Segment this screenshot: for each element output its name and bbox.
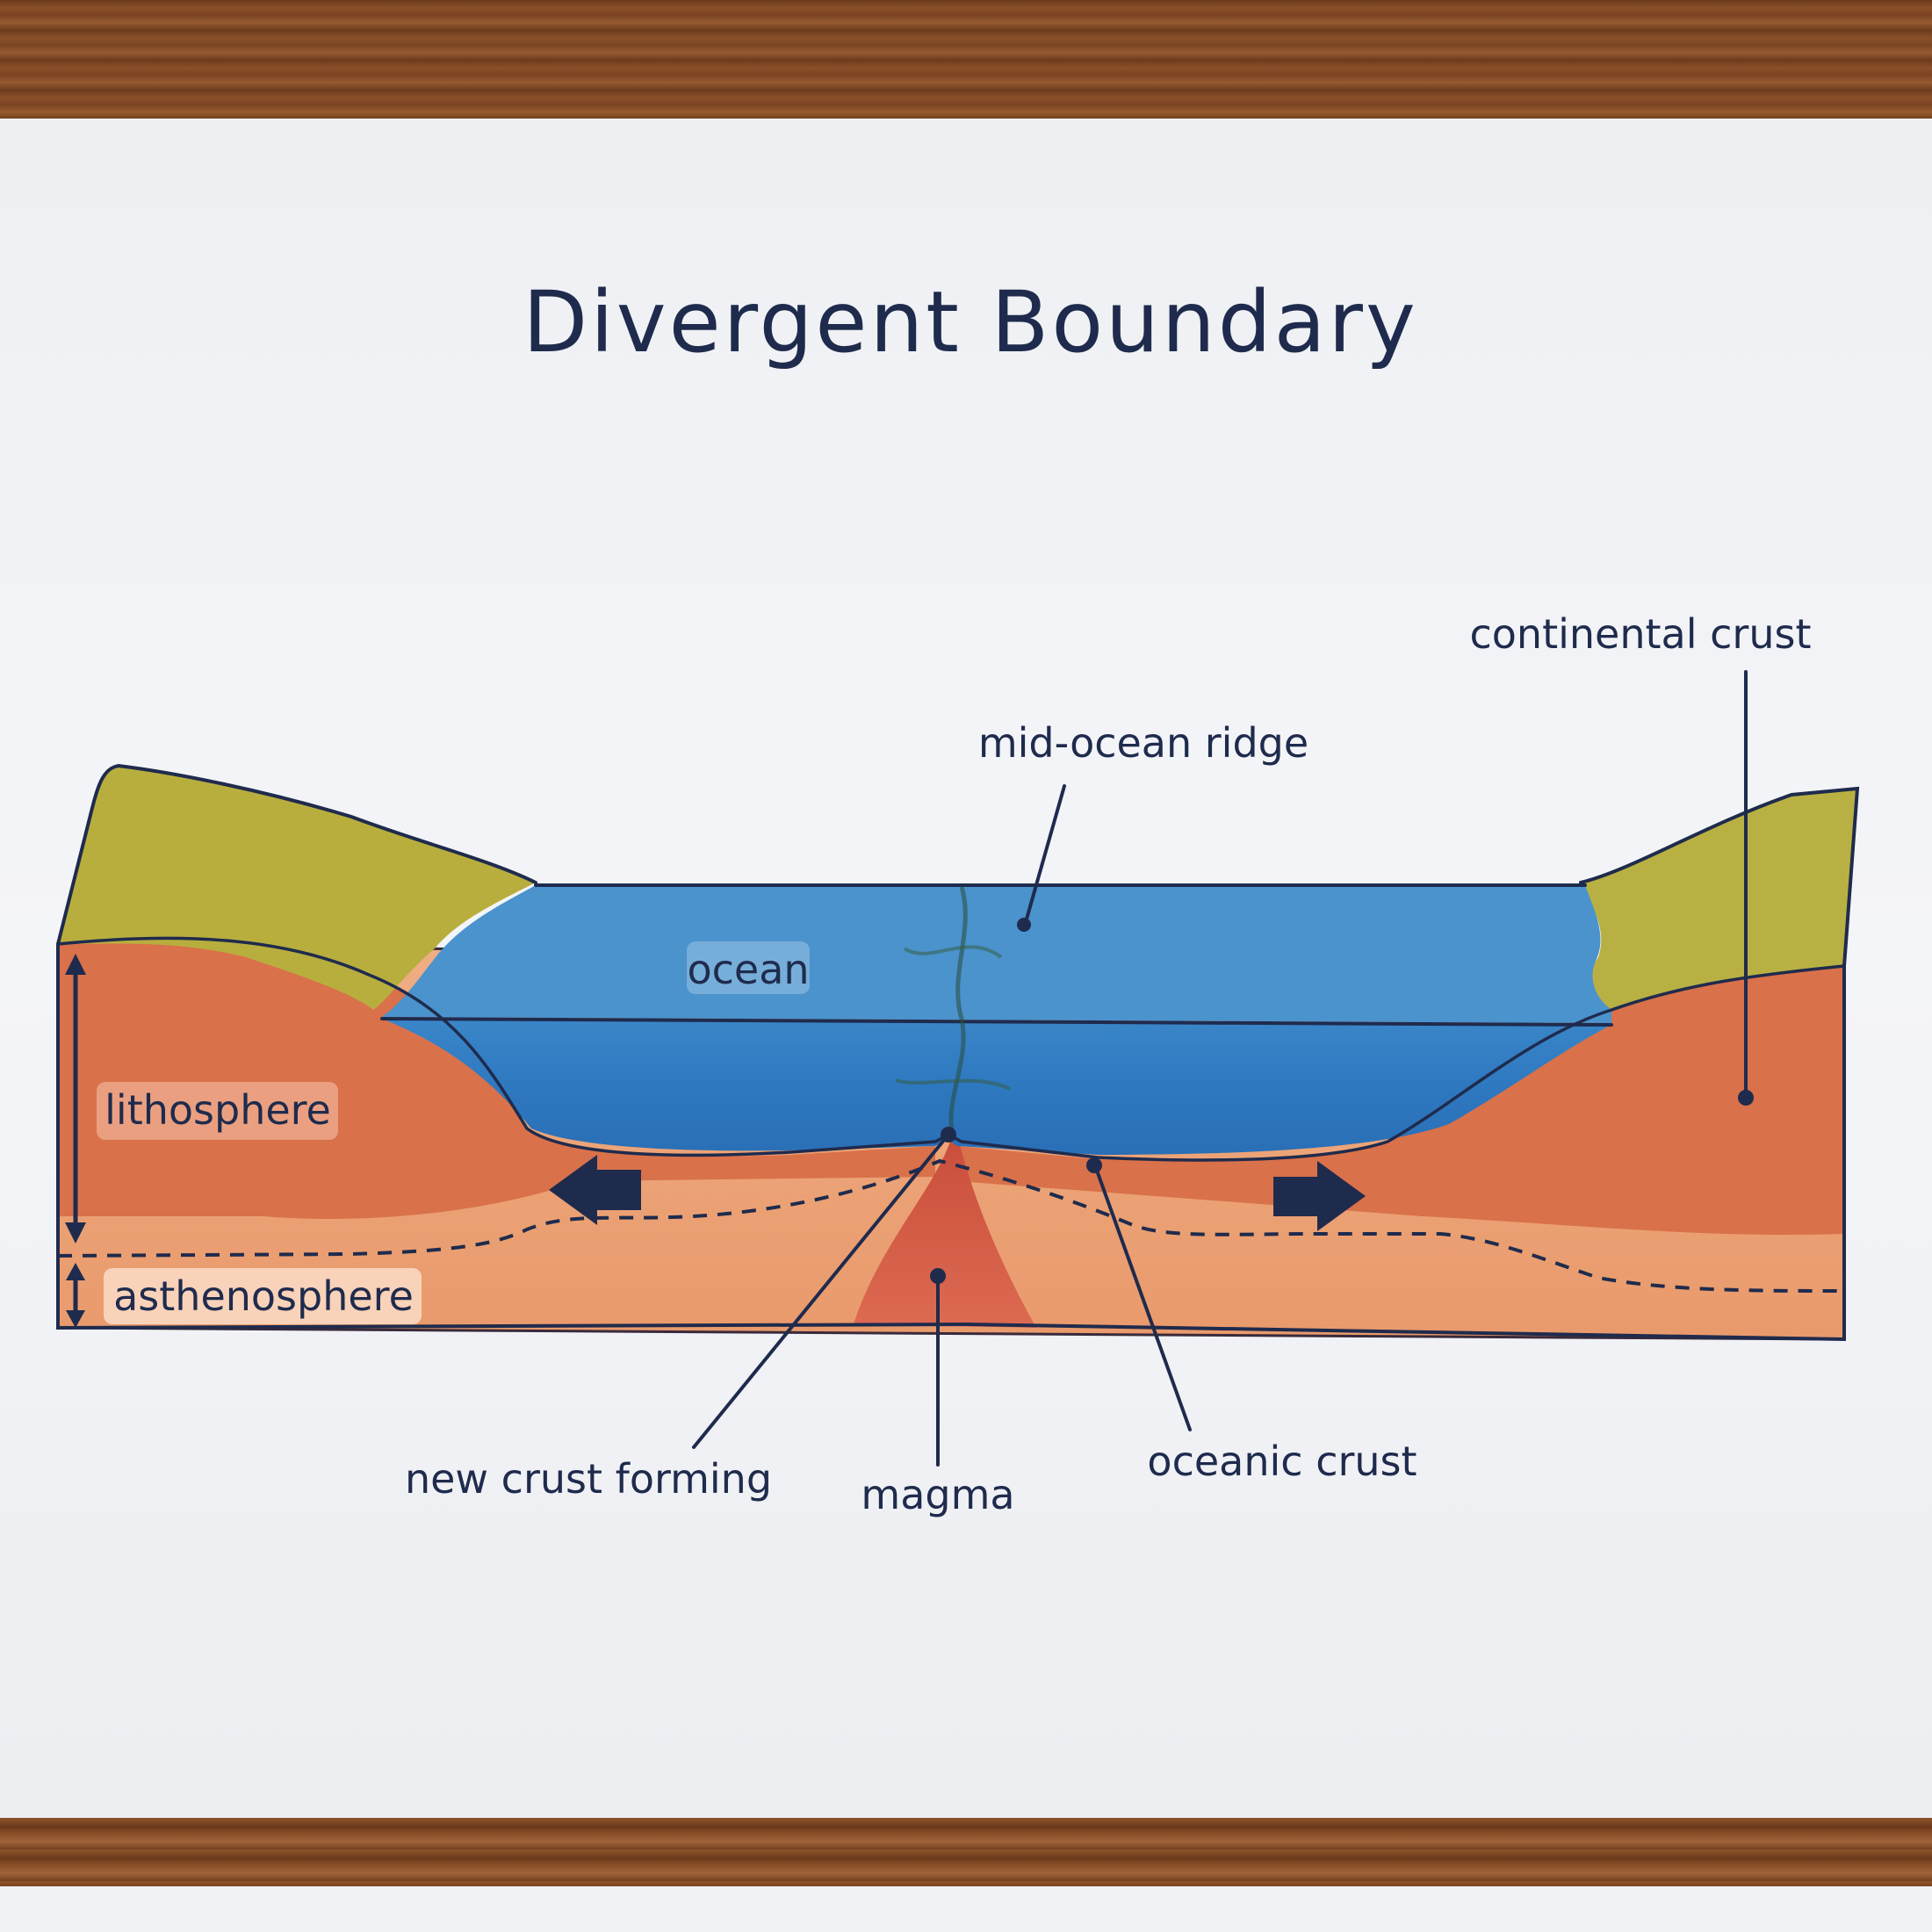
continental-crust-label: continental crust [1469,610,1811,658]
plate-motion-arrow-left [549,1155,641,1225]
lithosphere-label-bg [97,1082,338,1140]
new-crust-forming-label: new crust forming [405,1455,772,1503]
asthenosphere-label-bg [104,1268,422,1324]
ocean-layer-line [380,1017,1613,1027]
oceanic-crust-label: oceanic crust [1147,1438,1417,1485]
magma-plume [854,1142,1036,1328]
leader-continental-crust [1738,670,1754,1106]
lithosphere-bracket [65,954,86,1244]
ocean-lower [382,1019,1611,1155]
asthenosphere-bracket [66,1263,85,1328]
continental-crust-left [58,766,536,1010]
continental-crust-right [1581,789,1857,1010]
ridge-crack [948,886,968,1138]
mid-ocean-ridge-label: mid-ocean ridge [978,719,1308,767]
leader-oceanic-crust [1086,1157,1192,1431]
asthenosphere-label: asthenosphere [113,1272,414,1320]
plate-motion-arrow-right [1273,1161,1366,1231]
next-sheet-edge [0,1886,1932,1932]
wood-table-top [0,0,1932,119]
block-outline [56,763,1860,1342]
ridge-texture [895,945,1011,1091]
lithosphere-left [58,938,935,1220]
leader-new-crust-forming [692,1127,956,1449]
lithosphere-label: lithosphere [105,1086,331,1134]
magma-label: magma [861,1471,1014,1518]
leader-magma [930,1268,946,1467]
diagram-title: Divergent Boundary [523,273,1418,371]
leader-mid-ocean-ridge [1017,784,1066,932]
ocean-label: ocean [687,946,809,993]
plate-boundary-dashed [57,1158,1845,1293]
lithosphere-right [957,966,1844,1235]
ocean-label-bg [687,941,810,994]
